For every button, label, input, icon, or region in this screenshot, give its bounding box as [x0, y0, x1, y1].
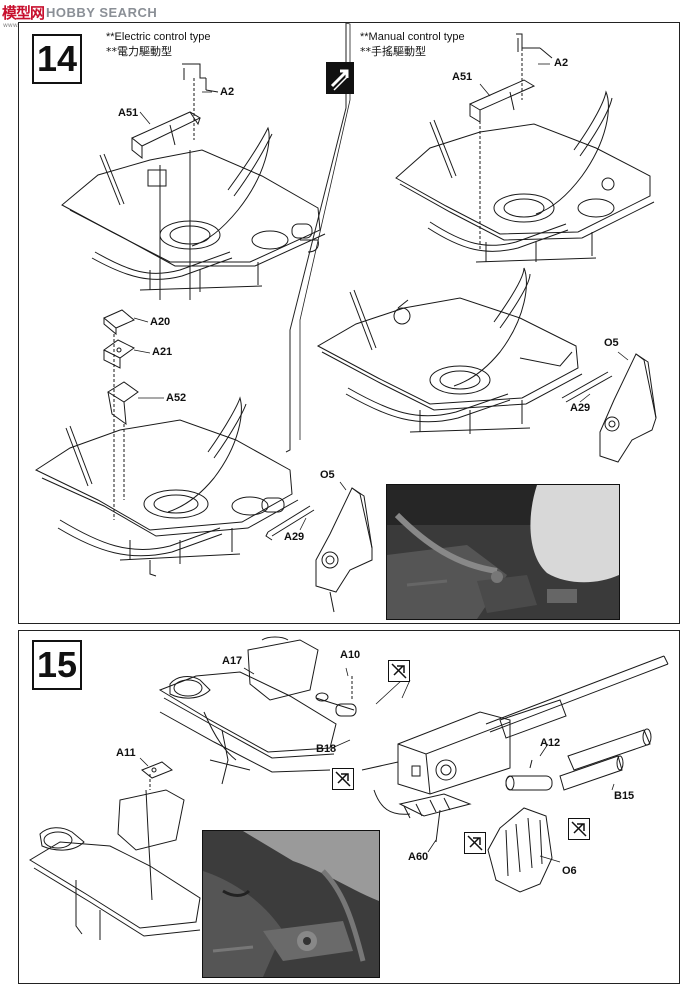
part-a20 — [103, 309, 135, 336]
no-glue-icon-3 — [464, 832, 486, 854]
electric-title: **Electric control type — [106, 31, 211, 43]
part-a51-manual — [468, 79, 536, 123]
no-glue-icon-4 — [568, 818, 590, 840]
no-glue-icon-2 — [332, 768, 354, 790]
step-14-reference-photo — [386, 484, 620, 620]
part-a10 — [315, 676, 357, 717]
label-a17: A17 — [222, 655, 243, 667]
label-b15: B15 — [614, 790, 635, 802]
part-b15 — [559, 728, 652, 791]
label-a60: A60 — [408, 851, 429, 863]
label-a10: A10 — [340, 649, 361, 661]
watermark-english: HOBBY SEARCH — [46, 4, 158, 20]
label-a11: A11 — [116, 747, 136, 759]
label-a51-manual: A51 — [452, 71, 473, 83]
manual-lower-chassis — [316, 267, 583, 434]
part-a29-electric — [265, 505, 315, 541]
part-o5-electric — [315, 487, 373, 613]
part-a51-electric — [131, 111, 202, 160]
step-15-number: 15 — [32, 640, 82, 690]
part-a11 — [141, 761, 173, 779]
swap-arrow-icon — [326, 62, 354, 94]
step-15-reference-photo — [202, 830, 380, 978]
step-14-number: 14 — [32, 34, 82, 84]
electric-title-cn: **電力驅動型 — [106, 45, 172, 58]
label-a52: A52 — [166, 392, 187, 404]
label-a21: A21 — [152, 346, 173, 358]
part-a52 — [107, 334, 139, 520]
no-glue-icon-1 — [388, 660, 410, 682]
manual-upper-chassis — [395, 90, 655, 263]
part-a60 — [398, 793, 472, 843]
label-a2-manual: A2 — [554, 57, 569, 69]
lower-gun-carriage — [29, 774, 201, 940]
breech-block — [361, 711, 511, 815]
part-o6 — [487, 807, 553, 893]
part-a2-manual — [516, 33, 553, 100]
electric-upper-chassis — [61, 126, 326, 300]
part-a12 — [505, 759, 553, 791]
part-a21 — [103, 339, 135, 369]
part-a2-electric — [182, 63, 219, 140]
part-o5-manual — [599, 353, 657, 463]
part-a29-manual — [561, 371, 613, 403]
label-b18: B18 — [316, 743, 337, 755]
upper-gun-carriage — [158, 636, 337, 785]
watermark-logo: 模型网 HOBBY SEARCH — [2, 2, 157, 22]
manual-title-cn: **手搖驅動型 — [360, 45, 426, 58]
label-a20: A20 — [150, 316, 171, 328]
watermark-chinese: 模型网 — [2, 3, 45, 22]
label-a29-manual: A29 — [570, 402, 591, 414]
manual-title: **Manual control type — [360, 31, 465, 43]
label-a2-electric: A2 — [220, 86, 235, 98]
label-o5-electric: O5 — [320, 469, 335, 481]
label-a51-electric: A51 — [118, 107, 139, 119]
electric-lower-chassis — [34, 396, 299, 577]
label-a12: A12 — [540, 737, 561, 749]
gun-barrel — [485, 655, 669, 739]
label-o5-manual: O5 — [604, 337, 619, 349]
label-a29-electric: A29 — [284, 531, 305, 543]
label-o6: O6 — [562, 865, 577, 877]
